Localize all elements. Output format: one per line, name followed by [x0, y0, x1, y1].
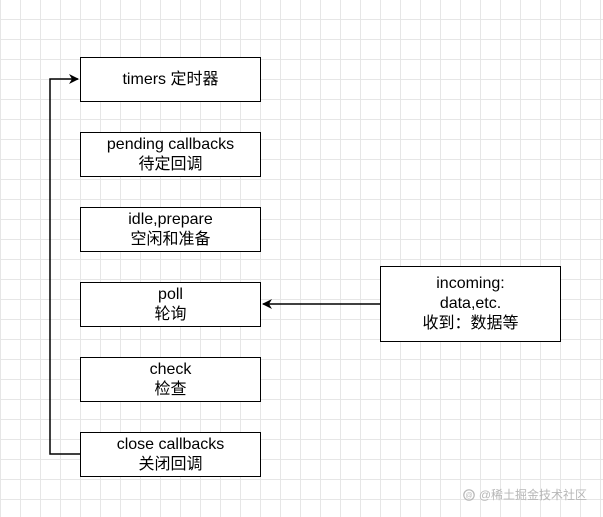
phase-timers-label: timers 定时器 [122, 70, 219, 88]
phase-poll-label: poll [158, 285, 183, 303]
svg-text:@: @ [465, 492, 472, 499]
incoming-translation: 收到：数据等 [422, 315, 519, 332]
phase-close-sublabel: 关闭回调 [138, 455, 203, 473]
phase-poll-box: poll 轮询 [80, 282, 261, 327]
phase-close-callbacks-box: close callbacks 关闭回调 [80, 432, 261, 477]
phase-idle-sublabel: 空闲和准备 [130, 230, 211, 248]
phase-pending-sublabel: 待定回调 [138, 155, 203, 173]
phase-idle-label: idle,prepare [128, 210, 213, 228]
phase-check-box: check 检查 [80, 357, 261, 402]
loop-back-arrow [49, 74, 80, 455]
juejin-logo-icon: @ [463, 488, 475, 501]
incoming-data-box: incoming: data,etc. 收到：数据等 [380, 266, 561, 342]
phase-timers-box: timers 定时器 [80, 57, 261, 102]
phase-close-label: close callbacks [116, 435, 225, 453]
phase-pending-callbacks-box: pending callbacks 待定回调 [80, 132, 261, 177]
incoming-sublabel: data,etc. [439, 295, 502, 312]
phase-poll-sublabel: 轮询 [154, 305, 187, 323]
watermark-text: @稀土掘金技术社区 [478, 488, 587, 502]
phase-idle-prepare-box: idle,prepare 空闲和准备 [80, 207, 261, 252]
incoming-label: incoming: [436, 275, 505, 292]
phase-check-sublabel: 检查 [154, 380, 187, 398]
watermark: @ @稀土掘金技术社区 [463, 486, 587, 503]
phase-check-label: check [149, 360, 192, 378]
phase-pending-label: pending callbacks [106, 135, 235, 153]
